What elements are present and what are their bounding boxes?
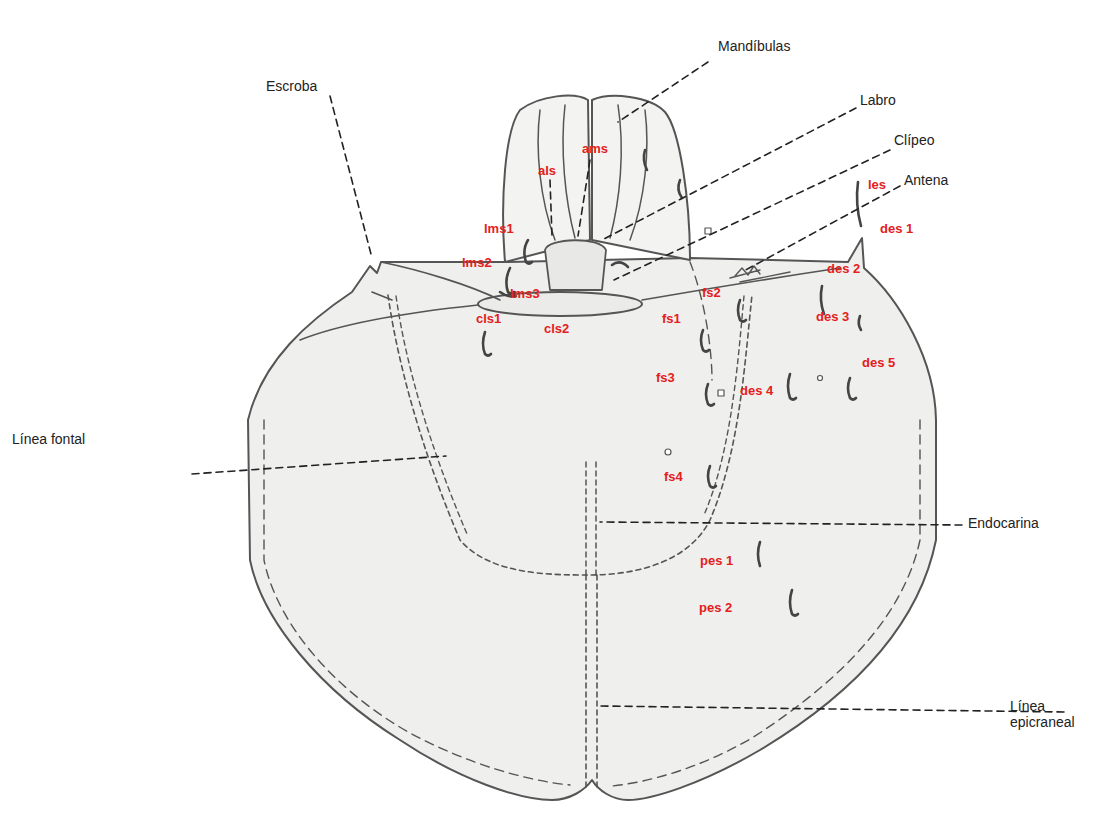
part-label: Línea fontal — [12, 431, 85, 447]
seta-label: des 4 — [740, 384, 773, 399]
part-label: Endocarina — [968, 515, 1039, 531]
frontal-line — [388, 295, 752, 575]
antenna — [730, 266, 790, 282]
endocarina — [586, 462, 596, 575]
frontal-line — [396, 296, 744, 534]
seta-label: cls1 — [476, 312, 501, 327]
mandible — [503, 96, 590, 262]
seta-label: des 5 — [862, 356, 895, 371]
seta-label: fs4 — [664, 470, 683, 485]
seta-label: cls2 — [544, 322, 569, 337]
seta-label: des 3 — [816, 310, 849, 325]
seta-label: lms2 — [462, 256, 492, 271]
leader-lines — [192, 62, 1064, 712]
epicranial-line — [586, 575, 597, 790]
seta-label: fs2 — [702, 286, 721, 301]
inner-contour — [264, 262, 920, 786]
pores — [665, 228, 823, 455]
seta-label: ams — [582, 142, 608, 157]
seta-label: pes 1 — [700, 554, 733, 569]
setae — [483, 150, 861, 616]
seta-label: pes 2 — [699, 601, 732, 616]
seta-label: des 2 — [827, 262, 860, 277]
seta-label: lms1 — [484, 222, 514, 237]
labrum — [545, 240, 606, 290]
mandible-detail — [538, 105, 647, 240]
clypeus — [478, 292, 642, 316]
seta-label: des 1 — [880, 222, 913, 237]
part-label: Mandíbulas — [718, 38, 790, 54]
part-label: Línea epicraneal — [1010, 698, 1090, 730]
part-label: Escroba — [266, 78, 317, 94]
part-label: Clípeo — [894, 132, 934, 148]
seta-label: fs1 — [662, 312, 681, 327]
part-label: Antena — [904, 172, 948, 188]
part-label: Labro — [860, 92, 896, 108]
seta-label: lms3 — [510, 287, 540, 302]
seta-label: als — [538, 164, 556, 179]
mandible — [592, 96, 690, 260]
head-outline — [248, 238, 936, 800]
head-sutures — [300, 262, 840, 340]
seta-label: fs3 — [656, 371, 675, 386]
seta-label: les — [868, 178, 886, 193]
